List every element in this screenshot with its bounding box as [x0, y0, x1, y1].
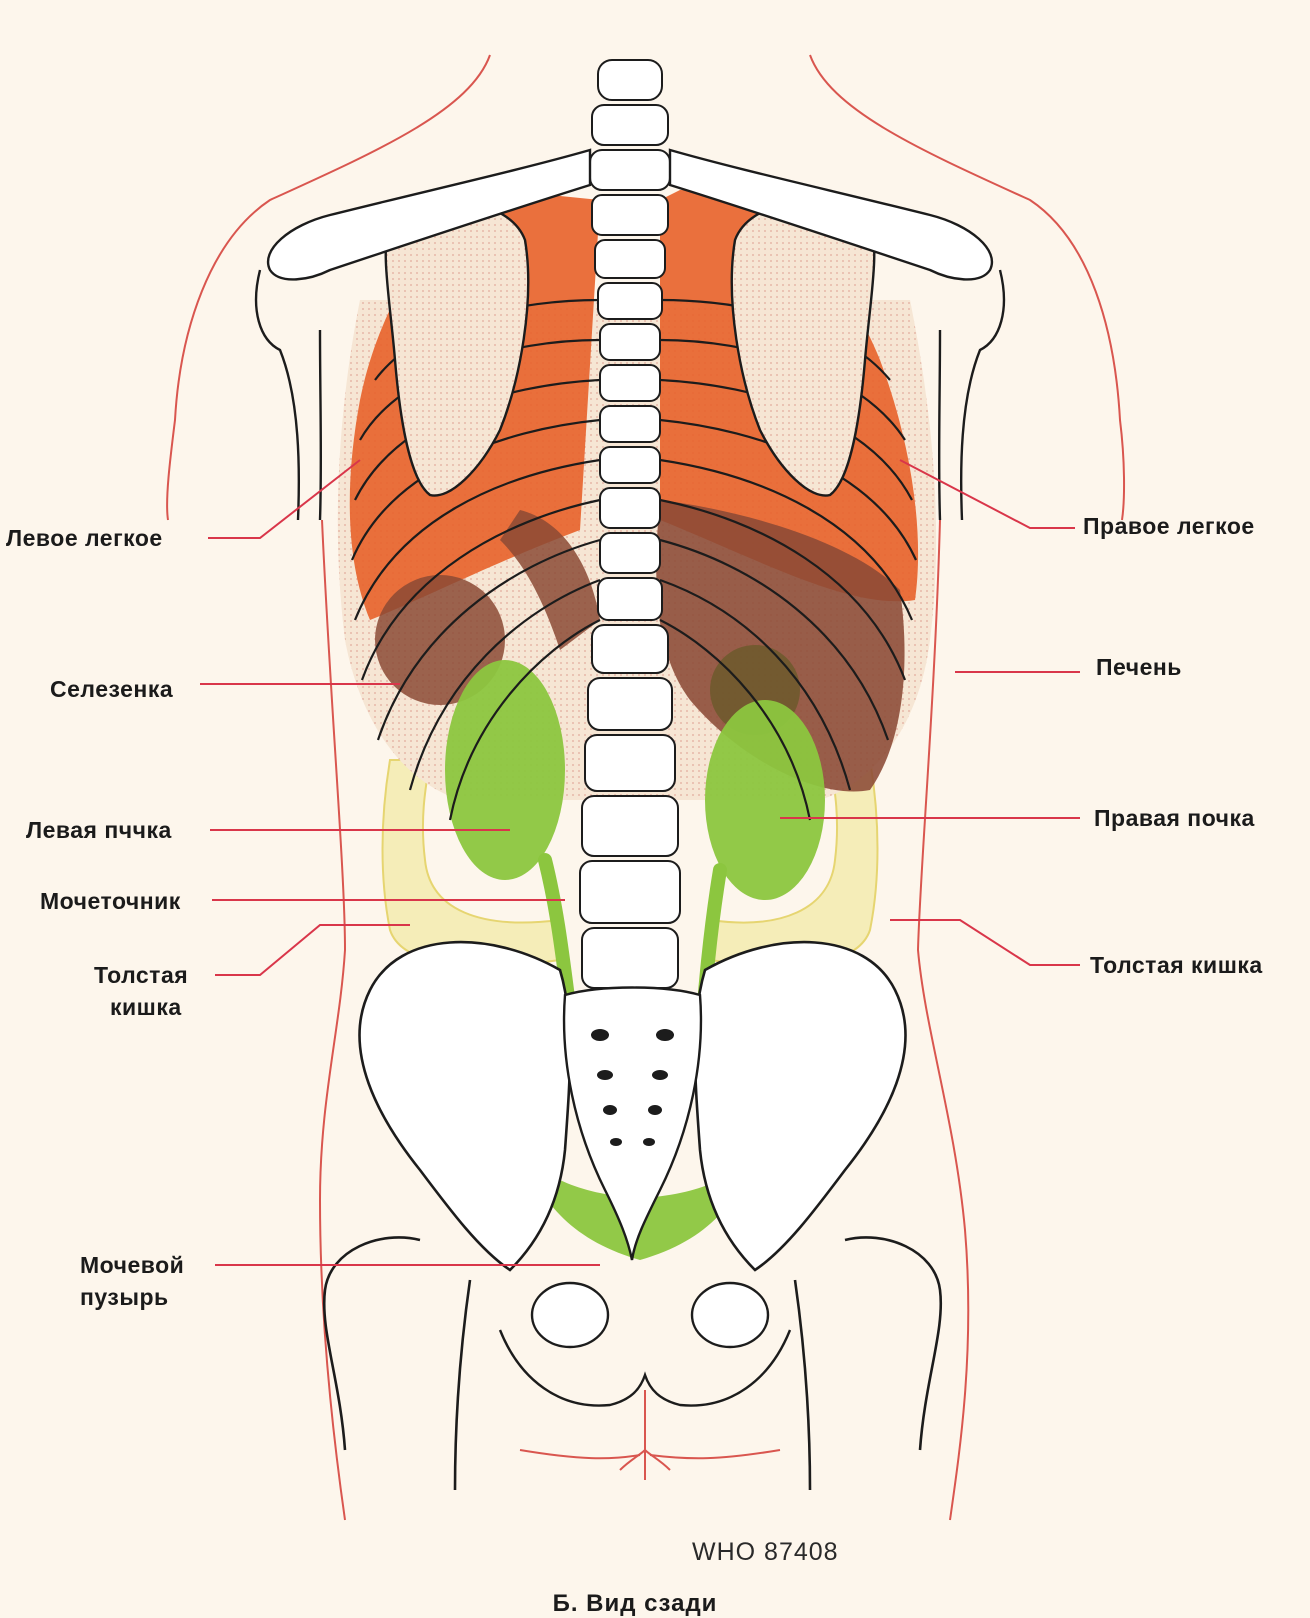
label-spleen: Селезенка — [50, 676, 174, 702]
sacral-foramina — [591, 1029, 674, 1146]
label-colon-left-line1: Толстая — [94, 962, 189, 988]
label-left-kidney: Левая пччка — [26, 817, 172, 843]
body-outline — [166, 54, 1126, 1521]
right-obturator — [690, 1281, 770, 1349]
right-scapula — [730, 201, 876, 497]
left-scapula — [384, 201, 530, 497]
caption-text: Б. Вид сзади — [552, 1590, 718, 1617]
label-right-lung: Правое легкое — [1083, 513, 1255, 539]
label-bladder-line2: пузырь — [80, 1284, 169, 1310]
right-humerus — [937, 269, 1006, 521]
right-femur — [793, 1236, 943, 1491]
gluteal-cleft — [619, 1390, 671, 1480]
left-clavicle — [267, 148, 592, 281]
right-ilium — [693, 940, 907, 1272]
pubic-arch — [498, 1329, 792, 1407]
label-colon-right: Толстая кишка — [1090, 952, 1263, 978]
left-femur — [322, 1236, 472, 1491]
label-right-kidney: Правая почка — [1094, 805, 1255, 831]
sacrum — [562, 986, 703, 1261]
liver-shape — [656, 500, 905, 792]
label-colon-left-line2: кишка — [110, 994, 182, 1020]
spleen-ext — [500, 510, 600, 650]
left-humerus — [254, 269, 323, 521]
spleen-shape — [375, 575, 505, 705]
label-liver: Печень — [1096, 654, 1182, 680]
buttock-line — [519, 1449, 781, 1460]
spine — [579, 59, 681, 989]
left-kidney-shape — [445, 660, 565, 880]
left-ilium — [358, 940, 572, 1272]
leader-lines — [200, 459, 1080, 1266]
label-left-lung: Левое легкое — [6, 525, 163, 551]
caption: Б. Вид сзади — [0, 1590, 1310, 1618]
reference-code: WHO 87408 — [692, 1538, 839, 1566]
label-ureter: Мочеточник — [40, 888, 181, 914]
label-bladder-line1: Мочевой — [80, 1252, 185, 1278]
right-kidney-shape — [705, 700, 825, 900]
left-obturator — [530, 1281, 610, 1349]
right-clavicle — [668, 148, 993, 281]
